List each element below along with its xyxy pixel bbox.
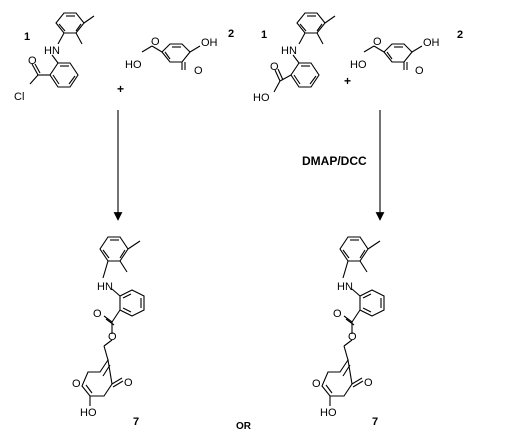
- atom-o-ring-prod-left: O: [72, 378, 81, 390]
- label-right-acid: 1: [261, 29, 267, 41]
- atom-o-ring-left: O: [151, 36, 160, 48]
- left-product: HN O O O O HO 7: [72, 236, 145, 428]
- atom-o-ring-right: O: [373, 36, 382, 48]
- atom-o-left: O: [28, 55, 37, 67]
- atom-nh-prod-right: HN: [337, 281, 353, 293]
- label-product-left: 7: [133, 416, 139, 428]
- label-right-kojic: 2: [457, 29, 463, 41]
- right-product: HN O O O O HO 7: [312, 236, 385, 428]
- atom-o-ester-right: O: [348, 331, 357, 343]
- atom-nh-prod-left: HN: [97, 281, 113, 293]
- left-reactant-acid-chloride: 1 HN O Cl: [14, 12, 95, 103]
- atom-o-ester-c-left: O: [93, 308, 102, 320]
- right-reactant-kojic-acid: O HO OH O 2: [350, 29, 463, 77]
- left-reactant-kojic-acid: O HO OH O 2: [125, 28, 234, 77]
- atom-o-carbonyl-right: O: [415, 65, 424, 77]
- atom-oh-left: OH: [201, 37, 218, 49]
- atom-o-ester-c-right: O: [333, 308, 342, 320]
- label-left-kojic: 2: [228, 28, 234, 40]
- atom-o-ring-prod-right: O: [312, 378, 321, 390]
- reagent-label: DMAP/DCC: [302, 154, 367, 168]
- right-reactant-acid: 1 HN O HO: [253, 12, 336, 104]
- label-product-right: 7: [372, 416, 378, 428]
- atom-nh-right: HN: [281, 45, 297, 57]
- atom-ho-prod-right: HO: [320, 407, 337, 419]
- atom-o-carbonyl-prod-right: O: [364, 377, 373, 389]
- atom-o-ester-left: O: [108, 331, 117, 343]
- atom-o-carbonyl-left: O: [194, 65, 203, 77]
- atom-ho-acid-right: HO: [253, 92, 270, 104]
- atom-ho-right: HO: [350, 59, 367, 71]
- plus-right: +: [344, 74, 351, 88]
- atom-ho-prod-left: HO: [80, 407, 97, 419]
- label-left-acid: 1: [24, 31, 30, 43]
- atom-o-right: O: [270, 61, 279, 73]
- atom-nh-left: HN: [44, 45, 60, 57]
- atom-o-carbonyl-prod-left: O: [124, 377, 133, 389]
- atom-ho-left: HO: [125, 59, 142, 71]
- atom-oh-right: OH: [423, 37, 440, 49]
- atom-cl-left: Cl: [14, 91, 24, 103]
- or-label: OR: [236, 421, 252, 432]
- plus-left: +: [117, 82, 124, 96]
